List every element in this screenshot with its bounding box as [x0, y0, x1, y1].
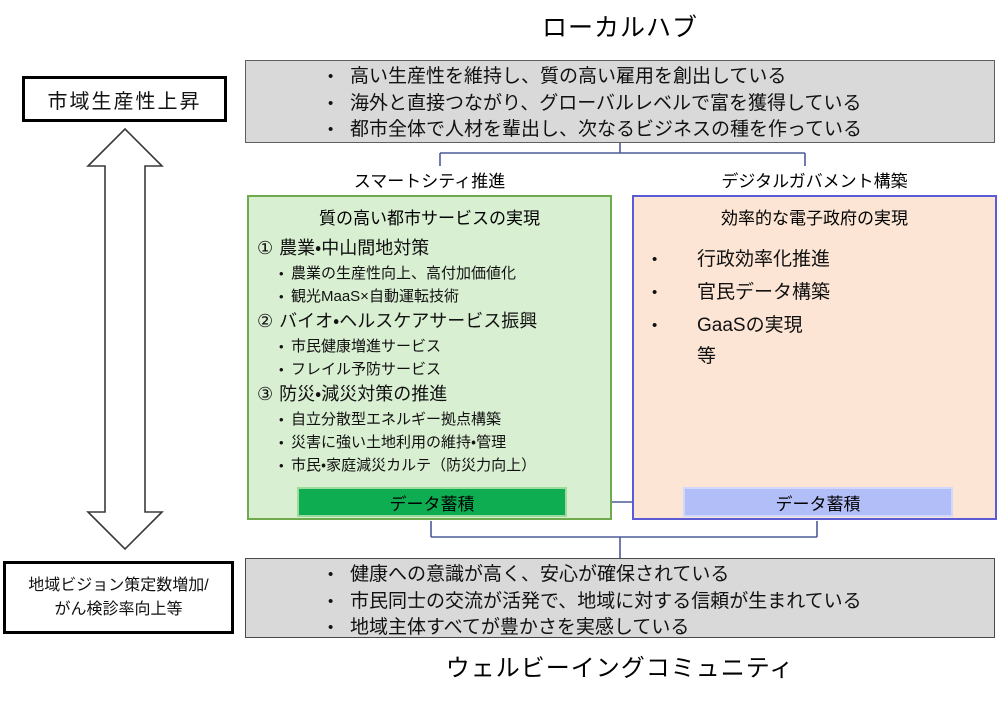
bullet-icon: • [328, 94, 334, 112]
bullet-icon: • [328, 592, 334, 610]
outcome-line: •市民同士の交流が活発で、地域に対する信頼が生まれている [328, 589, 984, 616]
bullet-icon: • [328, 68, 334, 85]
top-title: ローカルハブ [541, 14, 698, 42]
list-item: •GaaSの実現 [652, 309, 995, 342]
sub-item: •市民健康増進サービス [257, 335, 604, 358]
sub-item: •自立分散型エネルギー拠点構築 [257, 408, 604, 431]
kpi-productivity-label: 市域生産性上昇 [47, 90, 202, 113]
bullet-icon: • [279, 458, 284, 473]
outcome-line: •海外と直接つながり、グローバルレベルで富を獲得している [328, 91, 984, 118]
connector-top-bracket [439, 142, 806, 166]
bullet-icon: • [279, 435, 284, 450]
bullet-icon: • [328, 566, 334, 583]
digital-government-label: デジタルガバメント構築 [721, 172, 908, 191]
bullet-icon: • [328, 121, 334, 138]
digital-government-header: 効率的な電子政府の実現 [721, 209, 908, 228]
bullet-icon: • [652, 317, 658, 334]
local-hub-outcomes-box: •高い生産性を維持し、質の高い雇用を創出している •海外と直接つながり、グローバ… [245, 60, 995, 143]
outcome-line: •健康への意識が高く、安心が確保されている [328, 562, 984, 589]
outcome-line: •都市全体で人材を輩出し、次なるビジネスの種を作っている [328, 117, 984, 144]
outcome-line: •地域主体すべてが豊かさを実感している [328, 615, 984, 642]
sub-item: •災害に強い土地利用の維持・管理 [257, 431, 604, 454]
bullet-icon: • [328, 619, 334, 636]
connector-bottom-merge [430, 521, 818, 558]
kpi-region-vision-box: 地域ビジョン策定数増加/ がん検診率向上等 [3, 561, 234, 634]
digital-government-items: •行政効率化推進 •官民データ構築 •GaaSの実現 等 [634, 229, 995, 372]
bottom-title: ウェルビーイングコミュニティ [445, 655, 795, 682]
bullet-icon: • [279, 289, 284, 304]
bullet-icon: • [279, 362, 284, 377]
bullet-icon: • [279, 266, 284, 281]
sub-item: •市民・家庭減災カルテ（防災力向上） [257, 454, 604, 477]
bullet-icon: • [652, 251, 658, 268]
sub-item: •農業の生産性向上、高付加価値化 [257, 262, 604, 285]
outcome-line: •高い生産性を維持し、質の高い雇用を創出している [328, 64, 984, 91]
wellbeing-outcomes-box: •健康への意識が高く、安心が確保されている •市民同士の交流が活発で、地域に対す… [245, 558, 995, 638]
sub-item: •フレイル予防サービス [257, 358, 604, 381]
kpi-productivity-box: 市域生産性上昇 [22, 76, 227, 122]
bullet-icon: • [279, 412, 284, 427]
smart-city-label: スマートシティ推進 [353, 172, 506, 191]
list-item: •行政効率化推進 [652, 243, 995, 276]
double-arrow-icon [86, 127, 164, 551]
sub-item: •観光MaaS×自動運転技術 [257, 285, 604, 308]
list-item: •官民データ構築 [652, 276, 995, 309]
data-accumulation-bar-blue: データ蓄積 [683, 487, 953, 517]
digital-government-box: 効率的な電子政府の実現 •行政効率化推進 •官民データ構築 •GaaSの実現 等 [632, 195, 997, 520]
list-item-etc: 等 [697, 346, 717, 367]
smart-city-header: 質の高い都市サービスの実現 [319, 209, 540, 228]
bullet-icon: • [652, 284, 658, 301]
kpi-region-vision-label: 地域ビジョン策定数増加/ がん検診率向上等 [28, 577, 209, 618]
bullet-icon: • [279, 339, 284, 354]
data-accumulation-bar-green: データ蓄積 [297, 487, 567, 517]
